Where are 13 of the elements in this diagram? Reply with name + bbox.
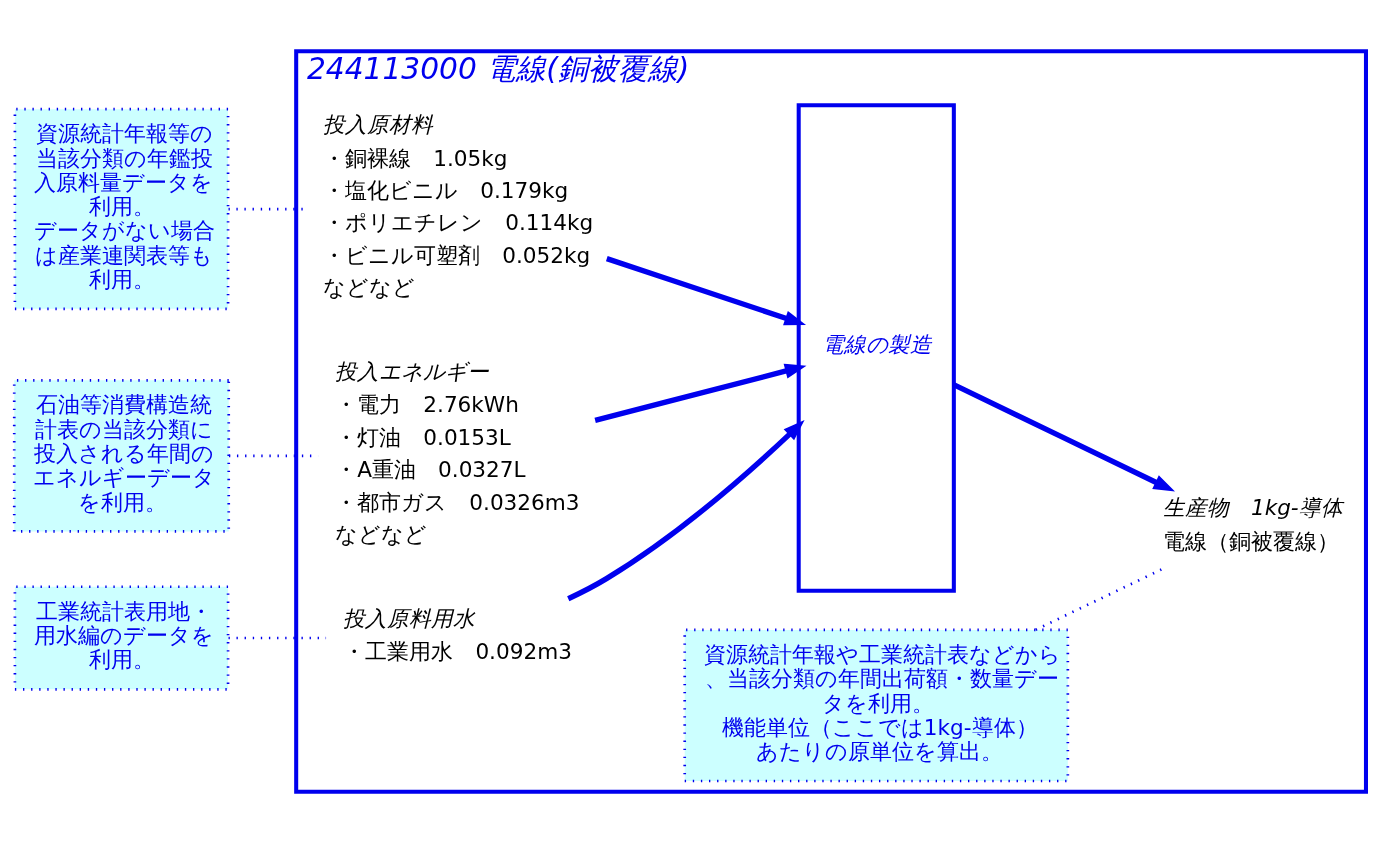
node-box: 工業統計表用地・用水編のデータを利用。 <box>13 585 230 691</box>
node-text: 生産物 1kg-導体 電線（銅被覆線） <box>1162 494 1343 554</box>
arrow <box>605 256 807 326</box>
node-text: 投入エネルギー ・電力 2.76kWh ・灯油 0.0153L ・A重油 0.0327L ・都市ガス 0.0326m3 などなど <box>335 358 580 547</box>
node-box: 資源統計年報や工業統計表などから、当該分類の年間出荷額・数量データを利用。 機能単位（ここでは1kg-導体）あたりの原単位を算出。 <box>683 628 1070 783</box>
node-box: 石油等消費構造統計表の当該分類に投入される年間のエネルギーデータを利用。 <box>12 379 231 533</box>
node-box: 電線の製造 <box>796 103 956 593</box>
node-text: 投入原材料 ・銅裸線 1.05kg ・塩化ビニル 0.179kg ・ポリエチレン 0.114kg ・ビニル可塑剤 0.052kg などなど <box>323 111 594 301</box>
arrow <box>594 363 807 424</box>
arrow <box>567 419 805 602</box>
node-box: 資源統計年報等の当該分類の年鑑投入原料量データを利用。 データがない場合は産業連関表等も利用。 <box>13 107 230 311</box>
node-text: 投入原料用水 ・工業用水 0.092m3 <box>343 605 572 665</box>
arrow <box>953 382 1175 492</box>
